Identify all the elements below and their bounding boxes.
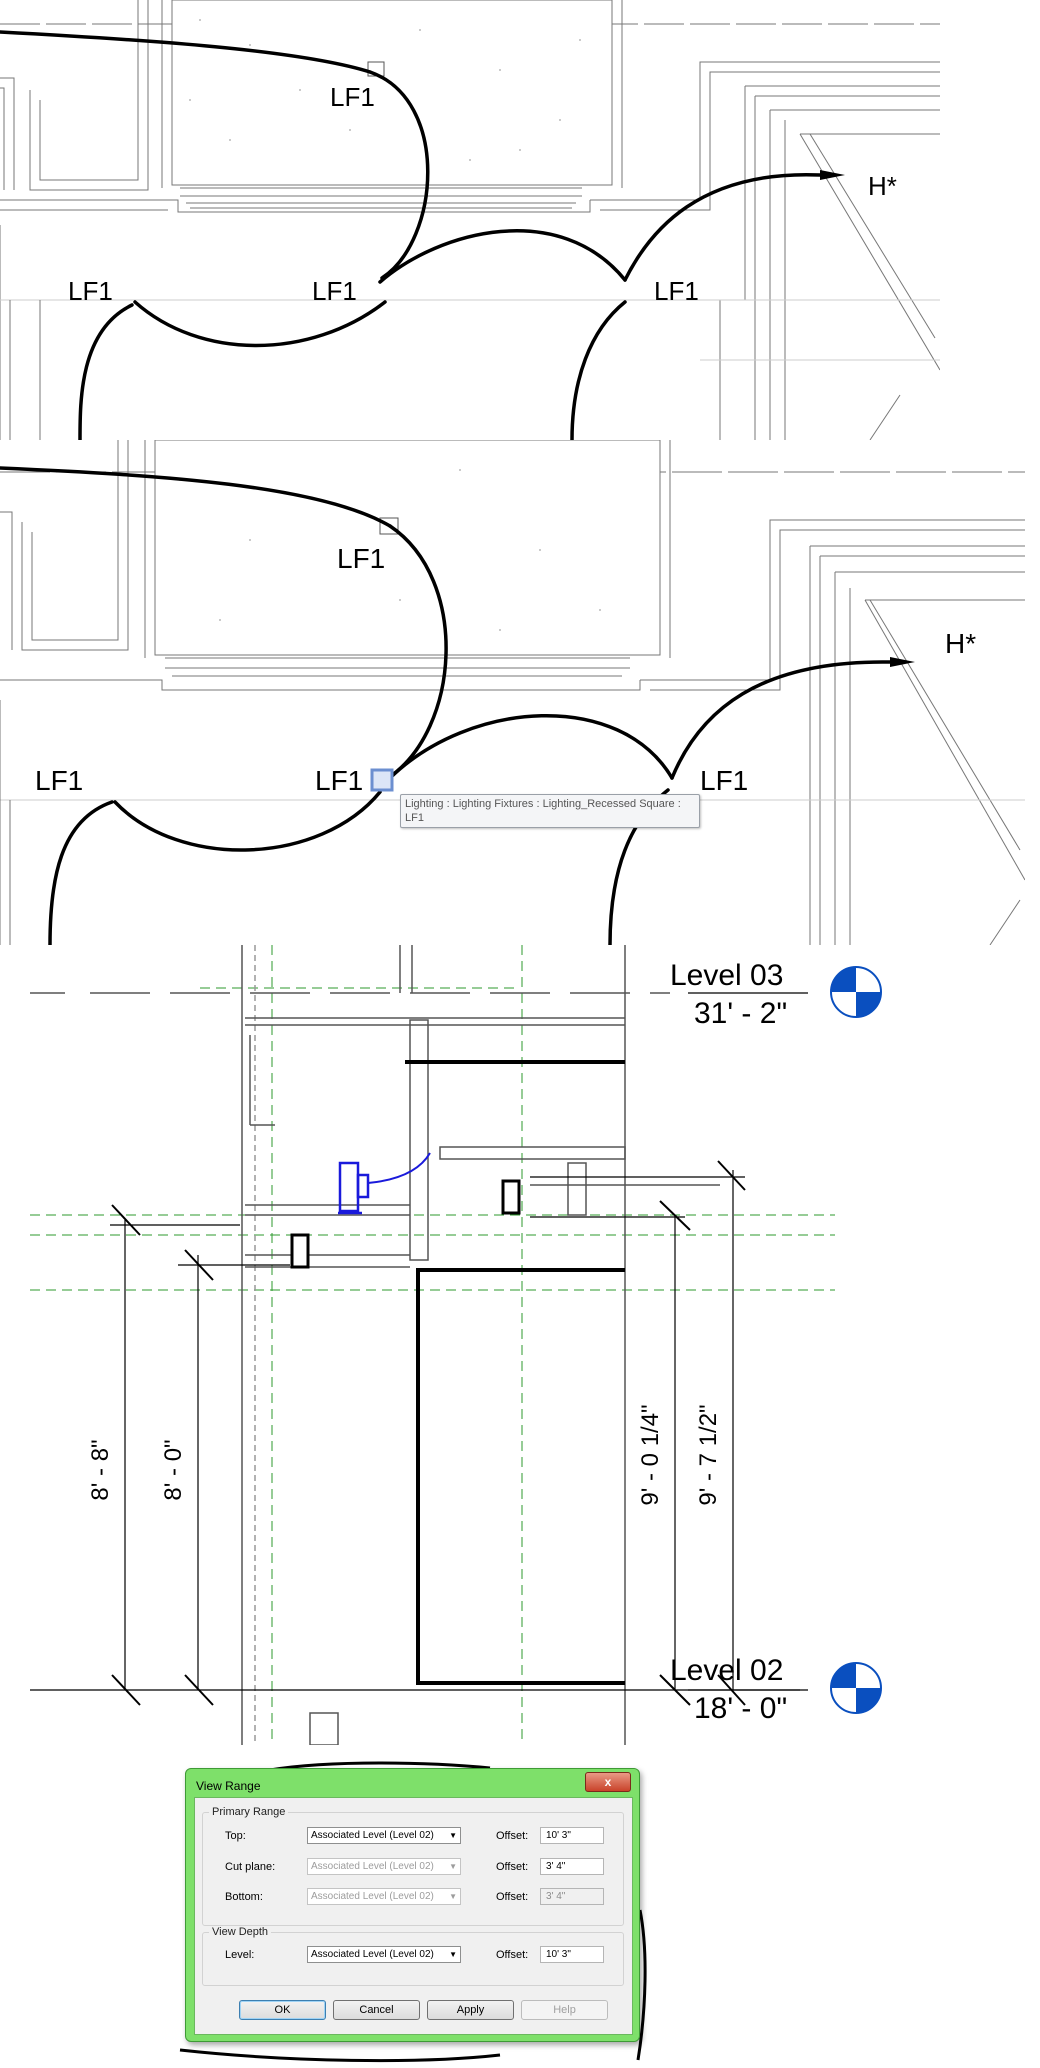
view-depth-level-select[interactable]: Associated Level (Level 02) ▼	[307, 1946, 461, 1963]
lf1-tag[interactable]: LF1	[330, 82, 375, 112]
apply-button[interactable]: Apply	[427, 2000, 514, 2020]
elevation-arrow-label: H*	[945, 628, 976, 659]
cut-plane-label: Cut plane:	[225, 1861, 276, 1873]
cut-plane-offset-input[interactable]: 3' 4"	[540, 1858, 604, 1875]
chevron-down-icon: ▼	[449, 1831, 457, 1840]
top-label: Top:	[225, 1830, 246, 1842]
offset-label: Offset:	[496, 1891, 529, 1903]
top-level-select[interactable]: Associated Level (Level 02) ▼	[307, 1827, 461, 1844]
level-03-name[interactable]: Level 03	[670, 959, 783, 992]
dimension-8-8[interactable]: 8' - 8"	[87, 1439, 114, 1500]
dimension-9-0-1-4[interactable]: 9' - 0 1/4"	[637, 1404, 664, 1505]
lf1-tag[interactable]: LF1	[700, 765, 748, 796]
bottom-level-value: Associated Level (Level 02)	[311, 1891, 434, 1902]
bottom-level-select: Associated Level (Level 02) ▼	[307, 1888, 461, 1905]
primary-range-title: Primary Range	[209, 1806, 289, 1818]
offset-label: Offset:	[496, 1830, 529, 1842]
view-depth-title: View Depth	[209, 1926, 272, 1938]
level-03-elevation[interactable]: 31' - 2"	[694, 997, 787, 1030]
plan-view-1[interactable]: LF1 LF1 LF1 LF1 H*	[0, 0, 940, 440]
elevation-arrow-label: H*	[868, 171, 897, 201]
cut-plane-select: Associated Level (Level 02) ▼	[307, 1858, 461, 1875]
top-level-value: Associated Level (Level 02)	[311, 1830, 434, 1841]
cut-plane-value: Associated Level (Level 02)	[311, 1861, 434, 1872]
level-head-icon[interactable]	[830, 1662, 882, 1714]
offset-label: Offset:	[496, 1949, 529, 1961]
lf1-tag[interactable]: LF1	[315, 765, 363, 796]
level-02-name[interactable]: Level 02	[670, 1654, 783, 1687]
plan-view-2[interactable]: LF1 LF1 LF1 LF1 H* Lighting : Lighting F…	[0, 440, 1025, 945]
section-view[interactable]: 8' - 8" 8' - 0" 9' - 0 1/4" 9' - 7 1/2" …	[0, 945, 1040, 1745]
dimension-9-7-1-2[interactable]: 9' - 7 1/2"	[695, 1404, 722, 1505]
lf1-tag[interactable]: LF1	[68, 276, 113, 306]
lf1-tag[interactable]: LF1	[312, 276, 357, 306]
lf1-tag[interactable]: LF1	[337, 543, 385, 574]
view-depth-level-value: Associated Level (Level 02)	[311, 1949, 434, 1960]
offset-label: Offset:	[496, 1861, 529, 1873]
view-range-dialog[interactable]: View Range x Primary Range Top: Associat…	[185, 1768, 640, 2042]
dialog-title: View Range	[196, 1779, 261, 1793]
element-tooltip: Lighting : Lighting Fixtures : Lighting_…	[400, 794, 700, 828]
cancel-button[interactable]: Cancel	[333, 2000, 420, 2020]
bottom-offset-input: 3' 4"	[540, 1888, 604, 1905]
ok-button[interactable]: OK	[239, 2000, 326, 2020]
dimension-8-0[interactable]: 8' - 0"	[160, 1439, 187, 1500]
view-depth-offset-input[interactable]: 10' 3"	[540, 1946, 604, 1963]
help-button: Help	[521, 2000, 608, 2020]
primary-range-group	[202, 1812, 624, 1926]
view-depth-group	[202, 1932, 624, 1986]
level-label: Level:	[225, 1949, 255, 1961]
level-head-icon[interactable]	[830, 966, 882, 1018]
dialog-body: Primary Range Top: Associated Level (Lev…	[194, 1797, 633, 2035]
bottom-label: Bottom:	[225, 1891, 263, 1903]
light-fixture-family[interactable]	[338, 1152, 431, 1215]
chevron-down-icon: ▼	[449, 1862, 457, 1871]
selection-grip[interactable]	[370, 768, 394, 792]
chevron-down-icon: ▼	[449, 1950, 457, 1959]
level-02-elevation[interactable]: 18' - 0"	[694, 1692, 787, 1725]
top-offset-input[interactable]: 10' 3"	[540, 1827, 604, 1844]
lf1-tag[interactable]: LF1	[654, 276, 699, 306]
close-button[interactable]: x	[585, 1772, 631, 1792]
chevron-down-icon: ▼	[449, 1892, 457, 1901]
lf1-tag[interactable]: LF1	[35, 765, 83, 796]
